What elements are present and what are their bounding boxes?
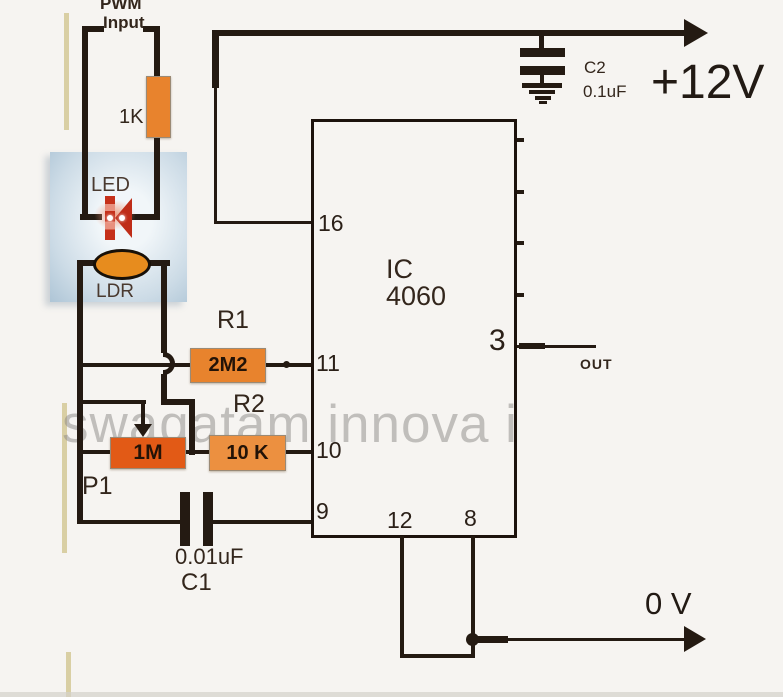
- c2-value-label: 0.1uF: [583, 82, 627, 101]
- wire-c1-right: [213, 520, 312, 524]
- page-bottom-edge: [0, 692, 783, 697]
- c1-ref-label: C1: [181, 569, 212, 596]
- pwm-label-line1: PWM: [100, 0, 142, 13]
- left-rail: [77, 260, 83, 524]
- ldr-branch-upper: [161, 260, 167, 353]
- wire-pin12-down: [400, 536, 404, 658]
- wire-top-rail: [215, 30, 692, 36]
- pwm-right-vertical: [154, 26, 160, 78]
- ldr-right-stub: [148, 260, 170, 266]
- ic-name: IC: [386, 254, 413, 284]
- ground-icon-bar4: [539, 101, 547, 104]
- ic-right-stub-4: [517, 293, 524, 297]
- wire-r1-left: [80, 363, 190, 367]
- led-left-stub: [80, 214, 102, 220]
- c2-ref-label: C2: [584, 58, 606, 77]
- ic-pin-16-label: 16: [318, 210, 344, 236]
- ic-pin-9-label: 9: [316, 498, 329, 524]
- wire-c1-left: [80, 520, 181, 524]
- wiper-vertical: [141, 400, 145, 426]
- pwm-left-vertical: [82, 26, 88, 218]
- ldr-icon: [93, 249, 151, 280]
- ldr-branch-jog-h: [161, 399, 195, 405]
- junction-dot-r1: [283, 361, 290, 368]
- wire-pin16-horizontal: [214, 221, 312, 224]
- ic-right-stub-2: [517, 190, 524, 194]
- ic-pin-12-label: 12: [387, 507, 413, 533]
- pwm-left-hook: [82, 26, 104, 32]
- tan-line-top: [64, 13, 69, 130]
- wire-pin16-vertical: [214, 88, 217, 224]
- led-glint-2: [119, 215, 125, 221]
- ldr-branch-lower: [161, 374, 167, 404]
- c1-plate-right: [203, 492, 213, 546]
- ground-icon-bar2: [529, 90, 555, 94]
- wire-1k-to-led: [154, 138, 160, 218]
- ic-right-stub-3: [517, 241, 524, 245]
- pot-p1-value: 1M: [133, 441, 163, 464]
- wire-pin3-out-thick: [519, 343, 545, 349]
- ic-part-number: 4060: [386, 281, 447, 311]
- wire-0v-rail: [474, 638, 690, 641]
- wire-pin8-down: [471, 536, 475, 658]
- wire-0v-rail-thick: [476, 636, 508, 643]
- wire-pin12-pin8: [400, 654, 475, 658]
- wire-r2-right: [286, 450, 312, 454]
- tan-line-middle: [62, 403, 67, 553]
- arrow-right-icon-0v: [684, 626, 706, 652]
- wire-pin3-out: [517, 345, 596, 348]
- ground-icon-bar1: [522, 83, 562, 88]
- zero-volt-label: 0 V: [645, 586, 692, 621]
- resistor-r1-value: 2M2: [208, 354, 248, 376]
- r2-ref-label: R2: [233, 390, 265, 418]
- ic-pin-10-label: 10: [316, 437, 342, 463]
- c2-plate-bottom: [520, 66, 565, 75]
- ic-pin-11-label: 11: [316, 350, 340, 376]
- wiper-horizontal: [80, 400, 146, 404]
- wire-pin16-vertical-thick: [212, 30, 219, 88]
- p1-ref-label: P1: [82, 472, 113, 500]
- out-label: OUT: [580, 356, 613, 372]
- wiper-arrow-icon: [134, 424, 152, 437]
- c2-tap: [539, 34, 544, 49]
- positive-rail-label: +12V: [651, 56, 765, 109]
- pwm-label-line2: Input: [103, 13, 145, 32]
- junction-dot-0v: [466, 633, 479, 646]
- c1-plate-left: [180, 492, 190, 546]
- resistor-1k-label: 1K: [119, 106, 144, 128]
- ldr-branch-jog-v: [189, 399, 195, 455]
- led-right-stub: [131, 214, 160, 220]
- c1-value-label: 0.01uF: [175, 544, 244, 569]
- arrow-right-icon-12v: [684, 19, 708, 47]
- pot-p1: 1M: [110, 437, 186, 469]
- ldr-label: LDR: [96, 281, 135, 302]
- resistor-r2: 10 K: [209, 435, 286, 471]
- ic-pin-3-label: 3: [489, 324, 506, 357]
- c2-plate-top: [520, 48, 565, 57]
- ground-icon-bar3: [535, 96, 551, 100]
- resistor-r1: 2M2: [190, 348, 266, 383]
- resistor-1k: [146, 76, 171, 138]
- tan-line-bottom: [66, 652, 71, 697]
- c2-ground-stem: [540, 75, 544, 83]
- led-label: LED: [91, 174, 130, 196]
- resistor-r2-value: 10 K: [226, 441, 269, 464]
- wire-p1-r2: [186, 450, 210, 454]
- ic-pin-8-label: 8: [464, 505, 477, 531]
- wire-p1-left: [80, 450, 112, 454]
- pwm-right-hook: [143, 26, 160, 32]
- ic-4060-body: [311, 119, 517, 538]
- ic-right-stub-1: [517, 138, 524, 142]
- led-glint-1: [107, 215, 113, 221]
- r1-ref-label: R1: [217, 306, 249, 334]
- ldr-left-stub: [77, 260, 97, 266]
